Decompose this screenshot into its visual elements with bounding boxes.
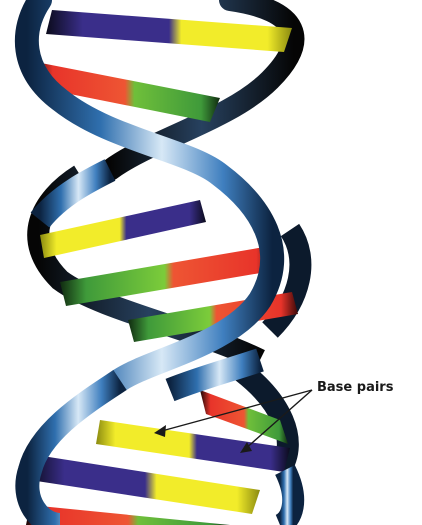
base-pairs-label: Base pairs — [317, 380, 393, 395]
base-pair — [60, 246, 278, 306]
base-pair — [30, 455, 260, 514]
